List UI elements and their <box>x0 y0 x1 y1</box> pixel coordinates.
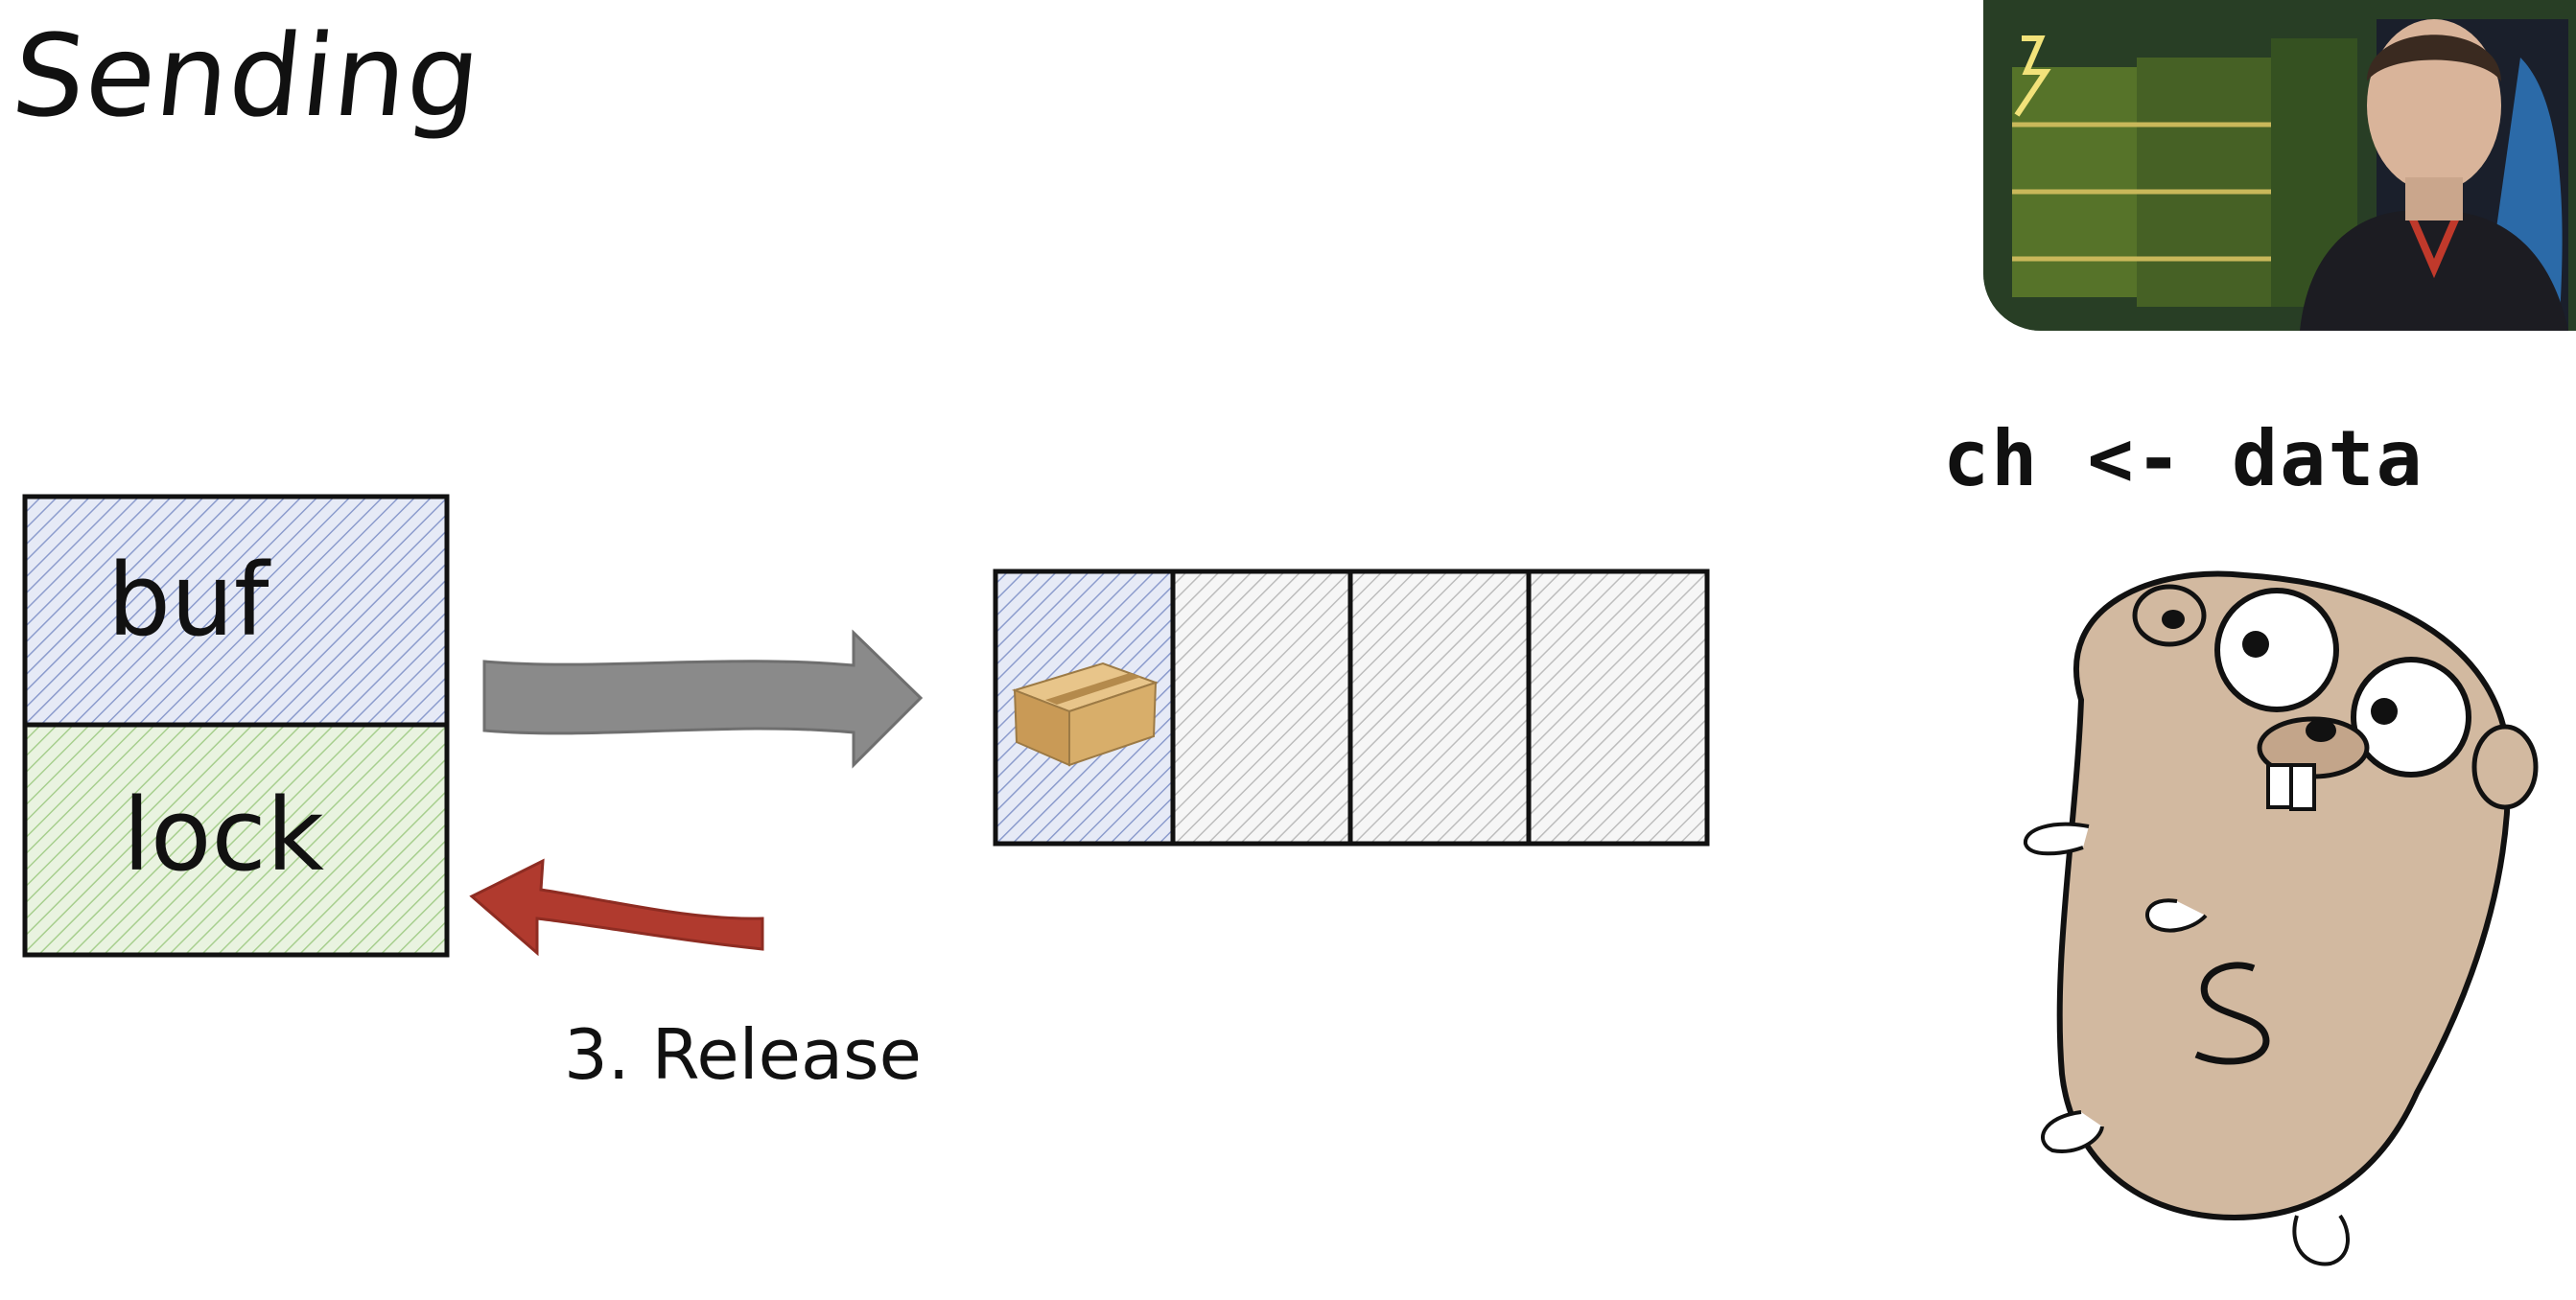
gopher-mascot <box>2024 570 2539 1266</box>
send-arrow <box>482 629 924 769</box>
buf-label: buf <box>107 542 269 659</box>
gopher-ear-right <box>2471 724 2539 810</box>
buffer-cell-1 <box>1170 569 1353 847</box>
lock-label: lock <box>123 777 324 894</box>
ring-buffer <box>993 569 1710 847</box>
gopher-eye-left <box>2214 588 2339 712</box>
presenter-webcam <box>1983 0 2576 331</box>
gopher-foot-left <box>2041 1110 2104 1153</box>
buffer-cell-3 <box>1526 569 1710 847</box>
code-snippet: ch <- data <box>1943 414 2424 503</box>
channel-struct <box>22 494 450 958</box>
buf-field <box>22 494 450 728</box>
package-icon <box>1011 662 1159 767</box>
release-label: 3. Release <box>564 1014 922 1095</box>
gopher-arm-left <box>2024 822 2090 856</box>
release-arrow <box>469 858 764 957</box>
gopher-paw-mid <box>2145 898 2208 933</box>
gopher-s-mark <box>2194 962 2270 1065</box>
slide-title: Sending <box>6 10 487 142</box>
buffer-cell-2 <box>1347 569 1532 847</box>
gopher-foot-bottom <box>2292 1214 2351 1266</box>
lock-field <box>22 722 450 958</box>
gopher-eye-right <box>2351 657 2471 778</box>
gopher-teeth <box>2266 763 2293 809</box>
